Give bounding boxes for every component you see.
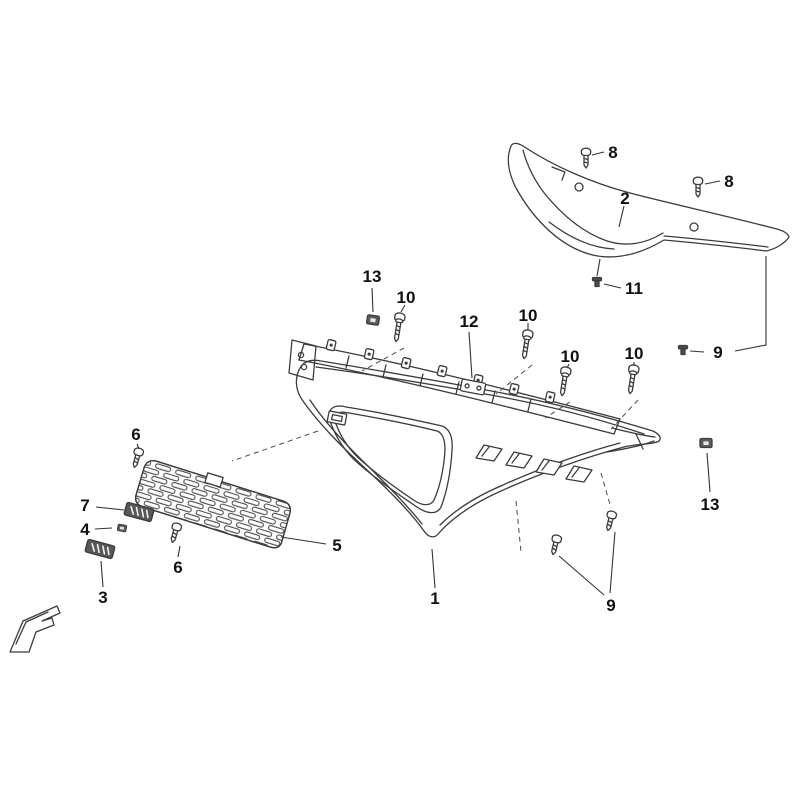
rivet-icon bbox=[677, 344, 689, 356]
part-bracket bbox=[459, 378, 487, 396]
part-front-spoiler bbox=[507, 142, 790, 258]
frame-tabs bbox=[325, 339, 556, 404]
callout-8-left: 8 bbox=[608, 143, 617, 162]
grille-opening bbox=[328, 405, 453, 514]
callout-13-right: 13 bbox=[701, 495, 720, 514]
callout-9-upper: 9 bbox=[713, 343, 722, 362]
callout-9-lower: 9 bbox=[606, 596, 615, 615]
callout-6-lower: 6 bbox=[173, 558, 182, 577]
grille-center-tab bbox=[204, 472, 224, 488]
spoiler-screw-hole bbox=[689, 222, 699, 232]
screw-icon bbox=[129, 446, 145, 470]
spoiler-screw-hole bbox=[574, 182, 584, 192]
callout-6-upper: 6 bbox=[131, 425, 140, 444]
callout-layer: 8 8 2 11 9 13 10 12 10 10 10 6 7 4 5 6 3… bbox=[80, 143, 733, 615]
part-grille-mesh bbox=[135, 460, 291, 549]
part-upper-frame bbox=[288, 339, 621, 435]
callout-1: 1 bbox=[430, 589, 439, 608]
callout-13-top: 13 bbox=[363, 267, 382, 286]
leader-lines bbox=[94, 151, 767, 596]
emblem-mount-plate bbox=[326, 410, 348, 426]
screw-icon bbox=[692, 176, 704, 198]
screw-icon bbox=[167, 521, 183, 545]
clip-icon bbox=[116, 523, 128, 533]
callout-10-b: 10 bbox=[519, 306, 538, 325]
callout-4: 4 bbox=[80, 520, 90, 539]
callout-2: 2 bbox=[620, 189, 629, 208]
callout-10-d: 10 bbox=[625, 344, 644, 363]
callout-12: 12 bbox=[460, 312, 479, 331]
bolt-icon bbox=[518, 328, 535, 361]
bolt-icon bbox=[624, 363, 641, 396]
screw-icon bbox=[547, 533, 563, 557]
clip-icon bbox=[699, 437, 713, 449]
screw-icon bbox=[580, 147, 592, 169]
rivet-icon bbox=[591, 276, 603, 288]
clip-icon bbox=[365, 314, 381, 326]
callout-3: 3 bbox=[98, 588, 107, 607]
part-front-bumper bbox=[295, 359, 661, 538]
callout-10-a: 10 bbox=[397, 288, 416, 307]
logo-mark bbox=[9, 605, 61, 653]
bolt-icon bbox=[556, 365, 573, 398]
badge-emblem-icon bbox=[83, 538, 117, 560]
callout-11: 11 bbox=[625, 279, 643, 298]
callout-8-right: 8 bbox=[724, 172, 733, 191]
callout-10-c: 10 bbox=[561, 347, 580, 366]
bolt-icon bbox=[390, 311, 407, 344]
callout-7: 7 bbox=[80, 496, 89, 515]
bumper-side-vents bbox=[475, 444, 593, 483]
callout-5: 5 bbox=[332, 536, 341, 555]
screw-icon bbox=[602, 509, 618, 533]
